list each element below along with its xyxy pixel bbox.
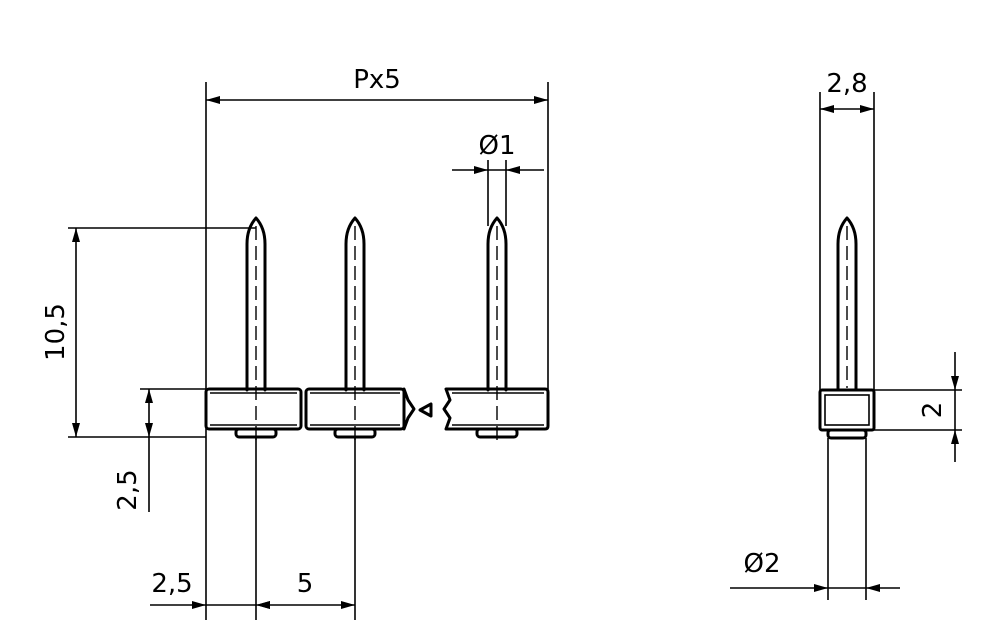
pin-3 [486,216,508,445]
side-pin [836,216,858,392]
side-body [818,388,876,440]
pin-2 [344,216,366,445]
dim-first-pin-offset: 2,5 [150,569,270,609]
dim-label-pin-diameter-side: Ø2 [743,549,780,579]
dim-label-body-width-side: 2,8 [826,69,867,99]
dim-label-pin-diameter-front: Ø1 [478,131,515,161]
dim-body-width-side: 2,8 [820,69,874,113]
dim-label-pin-height: 10,5 [41,303,71,361]
dim-label-pin-pitch: 5 [297,569,314,599]
body-segment-2 [304,387,416,439]
dim-label-body-height-front: 2,5 [113,469,143,510]
body-segment-3 [442,387,550,439]
body-segment-1 [204,387,303,439]
dim-pin-pitch: 5 [256,569,355,609]
dim-pin-diameter-front: Ø1 [452,131,544,174]
dim-pin-height: 10,5 [41,228,80,437]
side-view: 2,8 2 Ø2 [730,69,962,600]
dim-label-pitch-total: Px5 [353,65,401,95]
pin-1 [245,216,267,445]
dim-pitch-total: Px5 [206,65,548,104]
dim-label-body-height-side: 2 [918,402,948,419]
break-mark [418,402,433,418]
front-view: Px5 Ø1 10,5 2,5 2,5 [41,65,550,620]
dim-label-first-pin-offset: 2,5 [151,569,192,599]
dim-body-height-side: 2 [918,352,959,462]
dim-body-height-front: 2,5 [113,389,153,512]
dim-pin-diameter-side: Ø2 [730,549,900,592]
